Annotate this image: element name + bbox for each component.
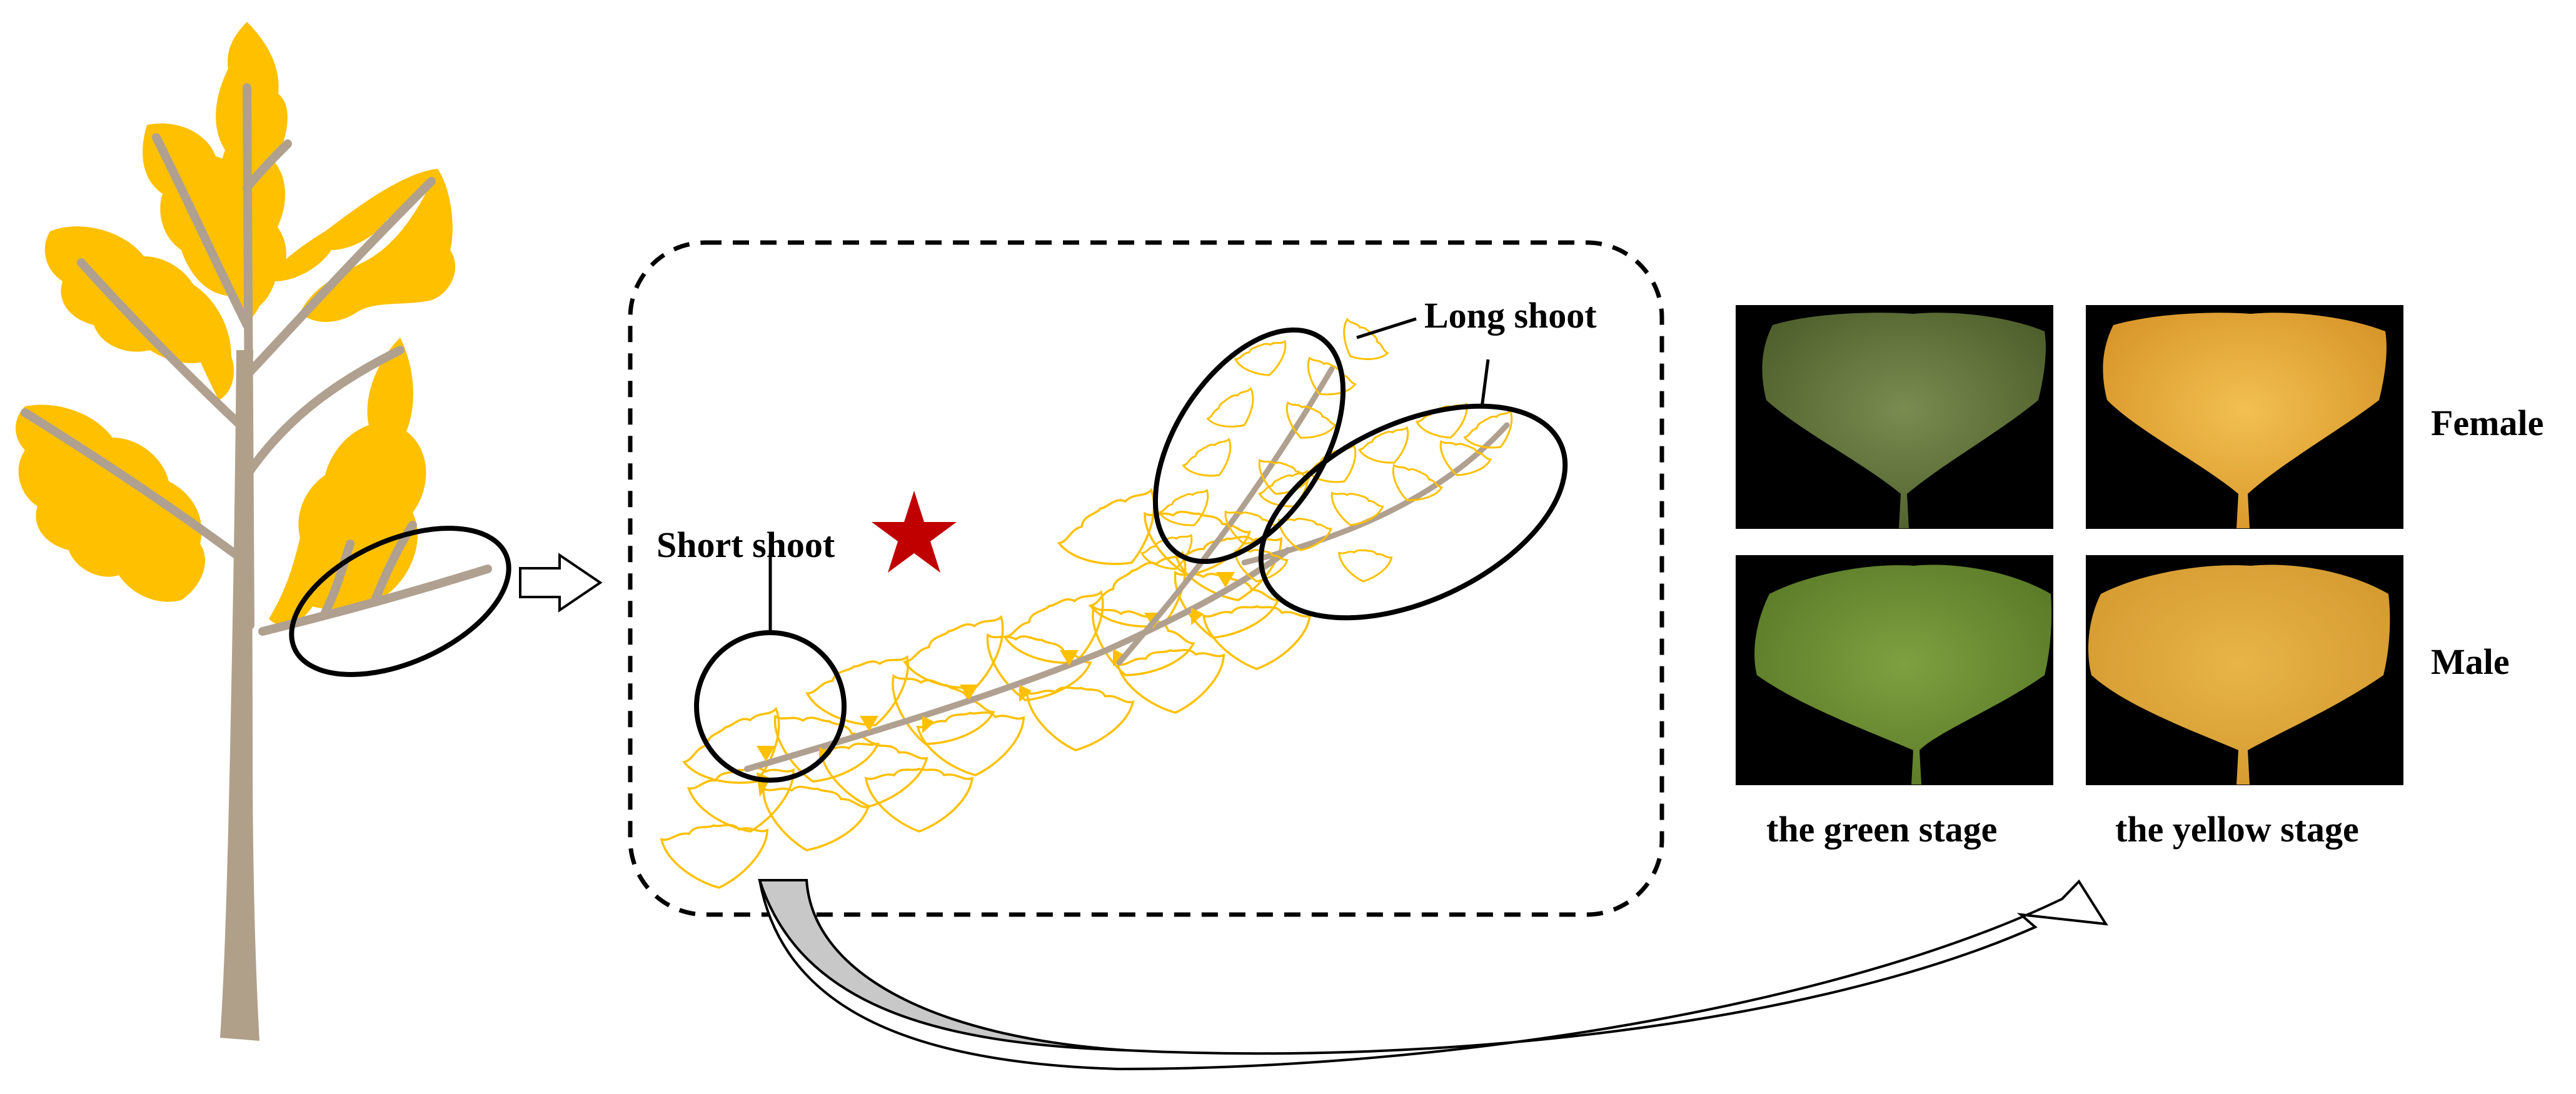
long-shoot-leader-lower (1480, 359, 1490, 408)
hollow-arrow-icon (519, 553, 603, 613)
tree-branch-highlight (289, 526, 511, 677)
female-green-leaf (1762, 313, 2046, 528)
shoot-detail-panel (628, 240, 1664, 917)
female-yellow-leaf (2103, 313, 2387, 528)
curved-arrow-icon (758, 879, 2108, 1071)
male-yellow-leaf (2088, 565, 2390, 785)
long-shoot-upper-ellipse (1152, 327, 1346, 565)
female-label: Female (2431, 403, 2544, 443)
shoot-branch-drawing (659, 314, 1524, 894)
male-label: Male (2431, 641, 2510, 682)
tree-trunk (220, 350, 259, 1041)
long-shoot-lower-ellipse (1258, 403, 1568, 621)
leaf-photo-grid (1736, 305, 2403, 785)
ginkgo-tree-illustration (16, 22, 511, 1041)
long-shoot-leader-upper (1356, 317, 1417, 339)
short-shoot-label: Short shoot (657, 524, 835, 565)
male-green-leaf (1754, 565, 2052, 785)
long-shoot-label: Long shoot (1424, 295, 1597, 336)
star-icon (872, 491, 957, 573)
yellow-stage-label: the yellow stage (2115, 809, 2359, 850)
green-stage-label: the green stage (1766, 809, 1998, 850)
